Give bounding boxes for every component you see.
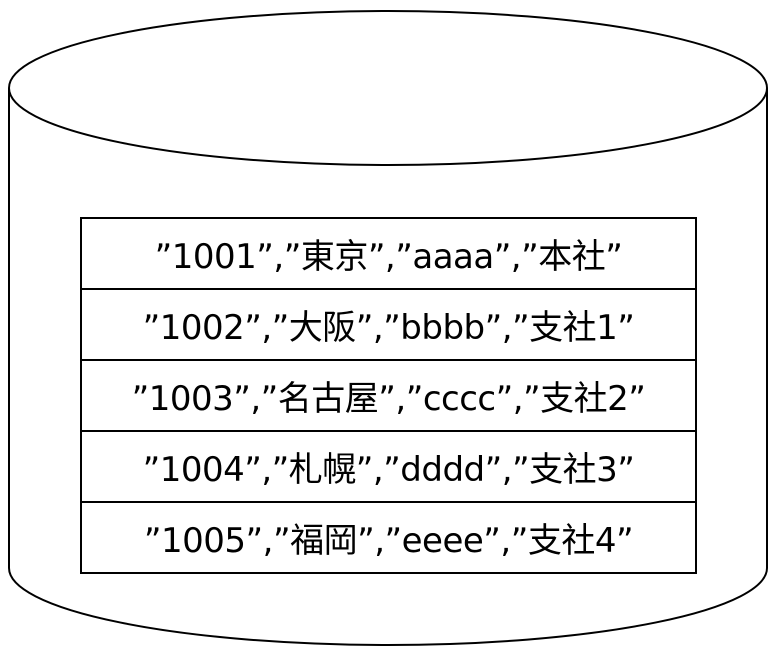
record-table: ”1001”,”東京”,”aaaa”,”本社” ”1002”,”大阪”,”bbb… [80,217,697,574]
record-row: ”1003”,”名古屋”,”cccc”,”支社2” [82,361,695,432]
record-row: ”1004”,”札幌”,”dddd”,”支社3” [82,432,695,503]
cylinder-top [8,10,768,166]
record-row: ”1002”,”大阪”,”bbbb”,”支社1” [82,290,695,361]
record-row: ”1001”,”東京”,”aaaa”,”本社” [82,219,695,290]
record-row: ”1005”,”福岡”,”eeee”,”支社4” [143,521,634,561]
